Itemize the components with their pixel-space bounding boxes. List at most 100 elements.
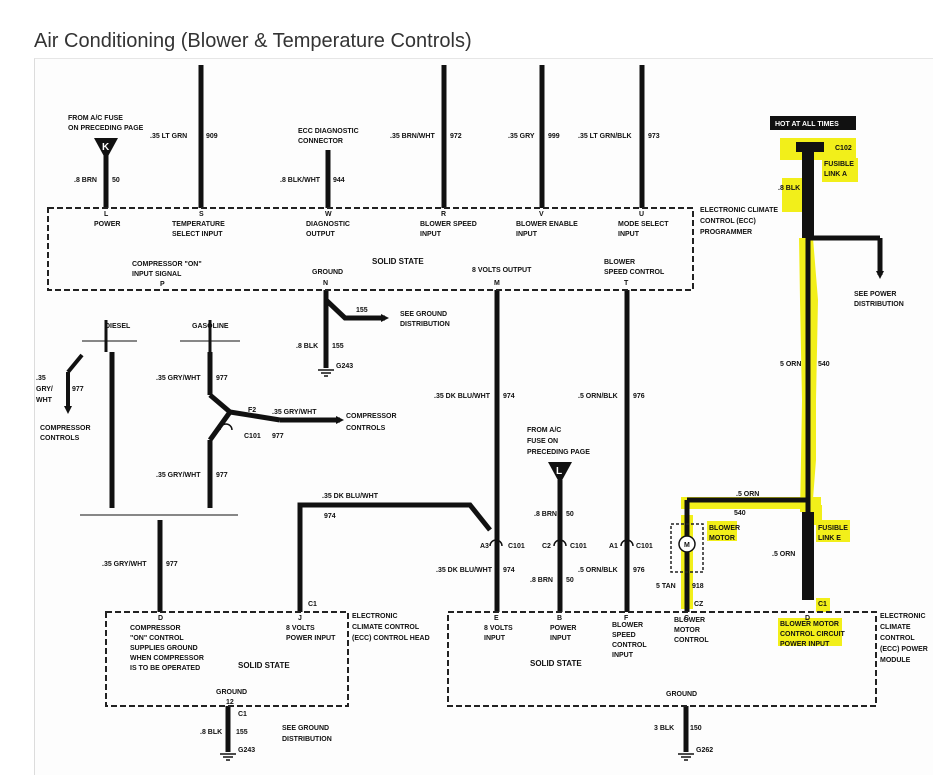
svg-text:BLOWER ENABLE: BLOWER ENABLE <box>516 221 578 228</box>
blower-motor-box <box>670 523 704 573</box>
blower-motor-symbol <box>678 535 696 553</box>
svg-text:GROUND: GROUND <box>216 689 247 696</box>
svg-text:U: U <box>639 211 644 218</box>
svg-text:CONTROL: CONTROL <box>880 635 915 642</box>
svg-text:155: 155 <box>332 343 344 350</box>
svg-text:977: 977 <box>216 375 228 382</box>
svg-text:D: D <box>805 615 810 622</box>
page-title: Air Conditioning (Blower & Temperature C… <box>34 30 472 52</box>
svg-text:MODULE: MODULE <box>880 657 911 664</box>
svg-text:CLIMATE CONTROL: CLIMATE CONTROL <box>352 624 420 631</box>
svg-text:977: 977 <box>72 386 84 393</box>
svg-text:A3: A3 <box>480 543 489 550</box>
svg-text:.35: .35 <box>36 375 46 382</box>
highlight-group <box>681 138 858 646</box>
svg-text:.5 ORN/BLK: .5 ORN/BLK <box>578 567 618 574</box>
svg-text:5 ORN: 5 ORN <box>780 361 801 368</box>
svg-text:M: M <box>494 280 500 287</box>
svg-text:B: B <box>557 615 562 622</box>
svg-text:SPEED CONTROL: SPEED CONTROL <box>604 269 665 276</box>
svg-text:3 BLK: 3 BLK <box>654 725 674 732</box>
fuse-k-letter: K <box>102 142 110 153</box>
svg-text:INPUT: INPUT <box>550 635 572 642</box>
svg-text:.5 ORN: .5 ORN <box>772 551 795 558</box>
svg-text:R: R <box>441 211 446 218</box>
svg-text:.8 BRN: .8 BRN <box>74 177 97 184</box>
c102-connector-bar <box>796 142 824 152</box>
svg-text:.8 BRN: .8 BRN <box>534 511 557 518</box>
svg-text:C101: C101 <box>508 543 525 550</box>
svg-text:MOTOR: MOTOR <box>674 627 700 634</box>
svg-text:BLOWER: BLOWER <box>709 525 740 532</box>
from-ac-fuse-top-1: FROM A/C FUSE <box>68 115 123 122</box>
svg-text:918: 918 <box>692 583 704 590</box>
svg-text:.35 DK BLU/WHT: .35 DK BLU/WHT <box>436 567 493 574</box>
svg-text:.35 BRN/WHT: .35 BRN/WHT <box>390 133 435 140</box>
svg-text:C101: C101 <box>244 433 261 440</box>
svg-text:12: 12 <box>226 699 234 706</box>
svg-text:8 VOLTS: 8 VOLTS <box>484 625 513 632</box>
svg-text:973: 973 <box>648 133 660 140</box>
svg-text:SOLID STATE: SOLID STATE <box>530 659 582 668</box>
svg-text:ELECTRONIC: ELECTRONIC <box>352 613 398 620</box>
svg-text:977: 977 <box>216 472 228 479</box>
svg-text:LINK A: LINK A <box>824 171 847 178</box>
svg-text:ELECTRONIC CLIMATE: ELECTRONIC CLIMATE <box>700 207 778 214</box>
svg-text:.35 GRY: .35 GRY <box>508 133 535 140</box>
svg-text:.35 GRY/WHT: .35 GRY/WHT <box>272 409 317 416</box>
svg-text:SOLID STATE: SOLID STATE <box>372 257 424 266</box>
svg-text:ECC DIAGNOSTIC: ECC DIAGNOSTIC <box>298 128 359 135</box>
hot-at-all-times-box <box>770 116 856 130</box>
svg-text:SEE GROUND: SEE GROUND <box>282 725 329 732</box>
svg-text:SUPPLIES GROUND: SUPPLIES GROUND <box>130 645 198 652</box>
svg-text:INPUT: INPUT <box>484 635 506 642</box>
svg-text:J: J <box>298 615 302 622</box>
svg-text:INPUT: INPUT <box>516 231 538 238</box>
svg-text:G243: G243 <box>336 363 353 370</box>
svg-text:F2: F2 <box>248 407 256 414</box>
svg-text:FROM A/C: FROM A/C <box>527 427 561 434</box>
svg-text:974: 974 <box>503 393 515 400</box>
module-boxes <box>47 207 877 707</box>
svg-text:974: 974 <box>503 567 515 574</box>
svg-text:POWER: POWER <box>550 625 576 632</box>
svg-text:S: S <box>199 211 204 218</box>
svg-text:LINK E: LINK E <box>818 535 841 542</box>
svg-text:.5 ORN/BLK: .5 ORN/BLK <box>578 393 618 400</box>
svg-text:SOLID STATE: SOLID STATE <box>238 661 290 670</box>
svg-text:(ECC) POWER: (ECC) POWER <box>880 646 928 653</box>
svg-text:"ON" CONTROL: "ON" CONTROL <box>130 635 184 642</box>
svg-text:L: L <box>104 211 109 218</box>
svg-text:COMPRESSOR: COMPRESSOR <box>130 625 181 632</box>
fuse-l-letter: L <box>556 466 562 477</box>
svg-text:540: 540 <box>818 361 830 368</box>
motor-letter: M <box>684 542 690 549</box>
svg-text:155: 155 <box>356 307 368 314</box>
svg-text:PROGRAMMER: PROGRAMMER <box>700 229 752 236</box>
hot-at-all-times-label: HOT AT ALL TIMES <box>775 121 839 128</box>
svg-text:977: 977 <box>166 561 178 568</box>
svg-text:.8 BLK: .8 BLK <box>200 729 222 736</box>
svg-text:C102: C102 <box>835 145 852 152</box>
svg-text:50: 50 <box>566 511 574 518</box>
svg-text:CONNECTOR: CONNECTOR <box>298 138 343 145</box>
svg-text:8 VOLTS: 8 VOLTS <box>286 625 315 632</box>
svg-text:CONTROL CIRCUIT: CONTROL CIRCUIT <box>780 631 846 638</box>
svg-text:WHT: WHT <box>36 397 53 404</box>
svg-text:COMPRESSOR "ON": COMPRESSOR "ON" <box>132 261 202 268</box>
svg-text:F: F <box>624 615 629 622</box>
svg-text:.8 BLK: .8 BLK <box>778 185 800 192</box>
svg-text:GROUND: GROUND <box>312 269 343 276</box>
svg-text:977: 977 <box>272 433 284 440</box>
svg-text:N: N <box>323 280 328 287</box>
svg-text:CONTROLS: CONTROLS <box>346 425 386 432</box>
ecc-programmer-box <box>47 207 694 291</box>
svg-text:BLOWER MOTOR: BLOWER MOTOR <box>780 621 839 628</box>
svg-text:976: 976 <box>633 393 645 400</box>
svg-text:150: 150 <box>690 725 702 732</box>
svg-text:FUSE ON: FUSE ON <box>527 438 558 445</box>
svg-text:.8 BLK/WHT: .8 BLK/WHT <box>280 177 321 184</box>
svg-text:.35 GRY/WHT: .35 GRY/WHT <box>156 375 201 382</box>
svg-text:.35 LT GRN: .35 LT GRN <box>150 133 187 140</box>
